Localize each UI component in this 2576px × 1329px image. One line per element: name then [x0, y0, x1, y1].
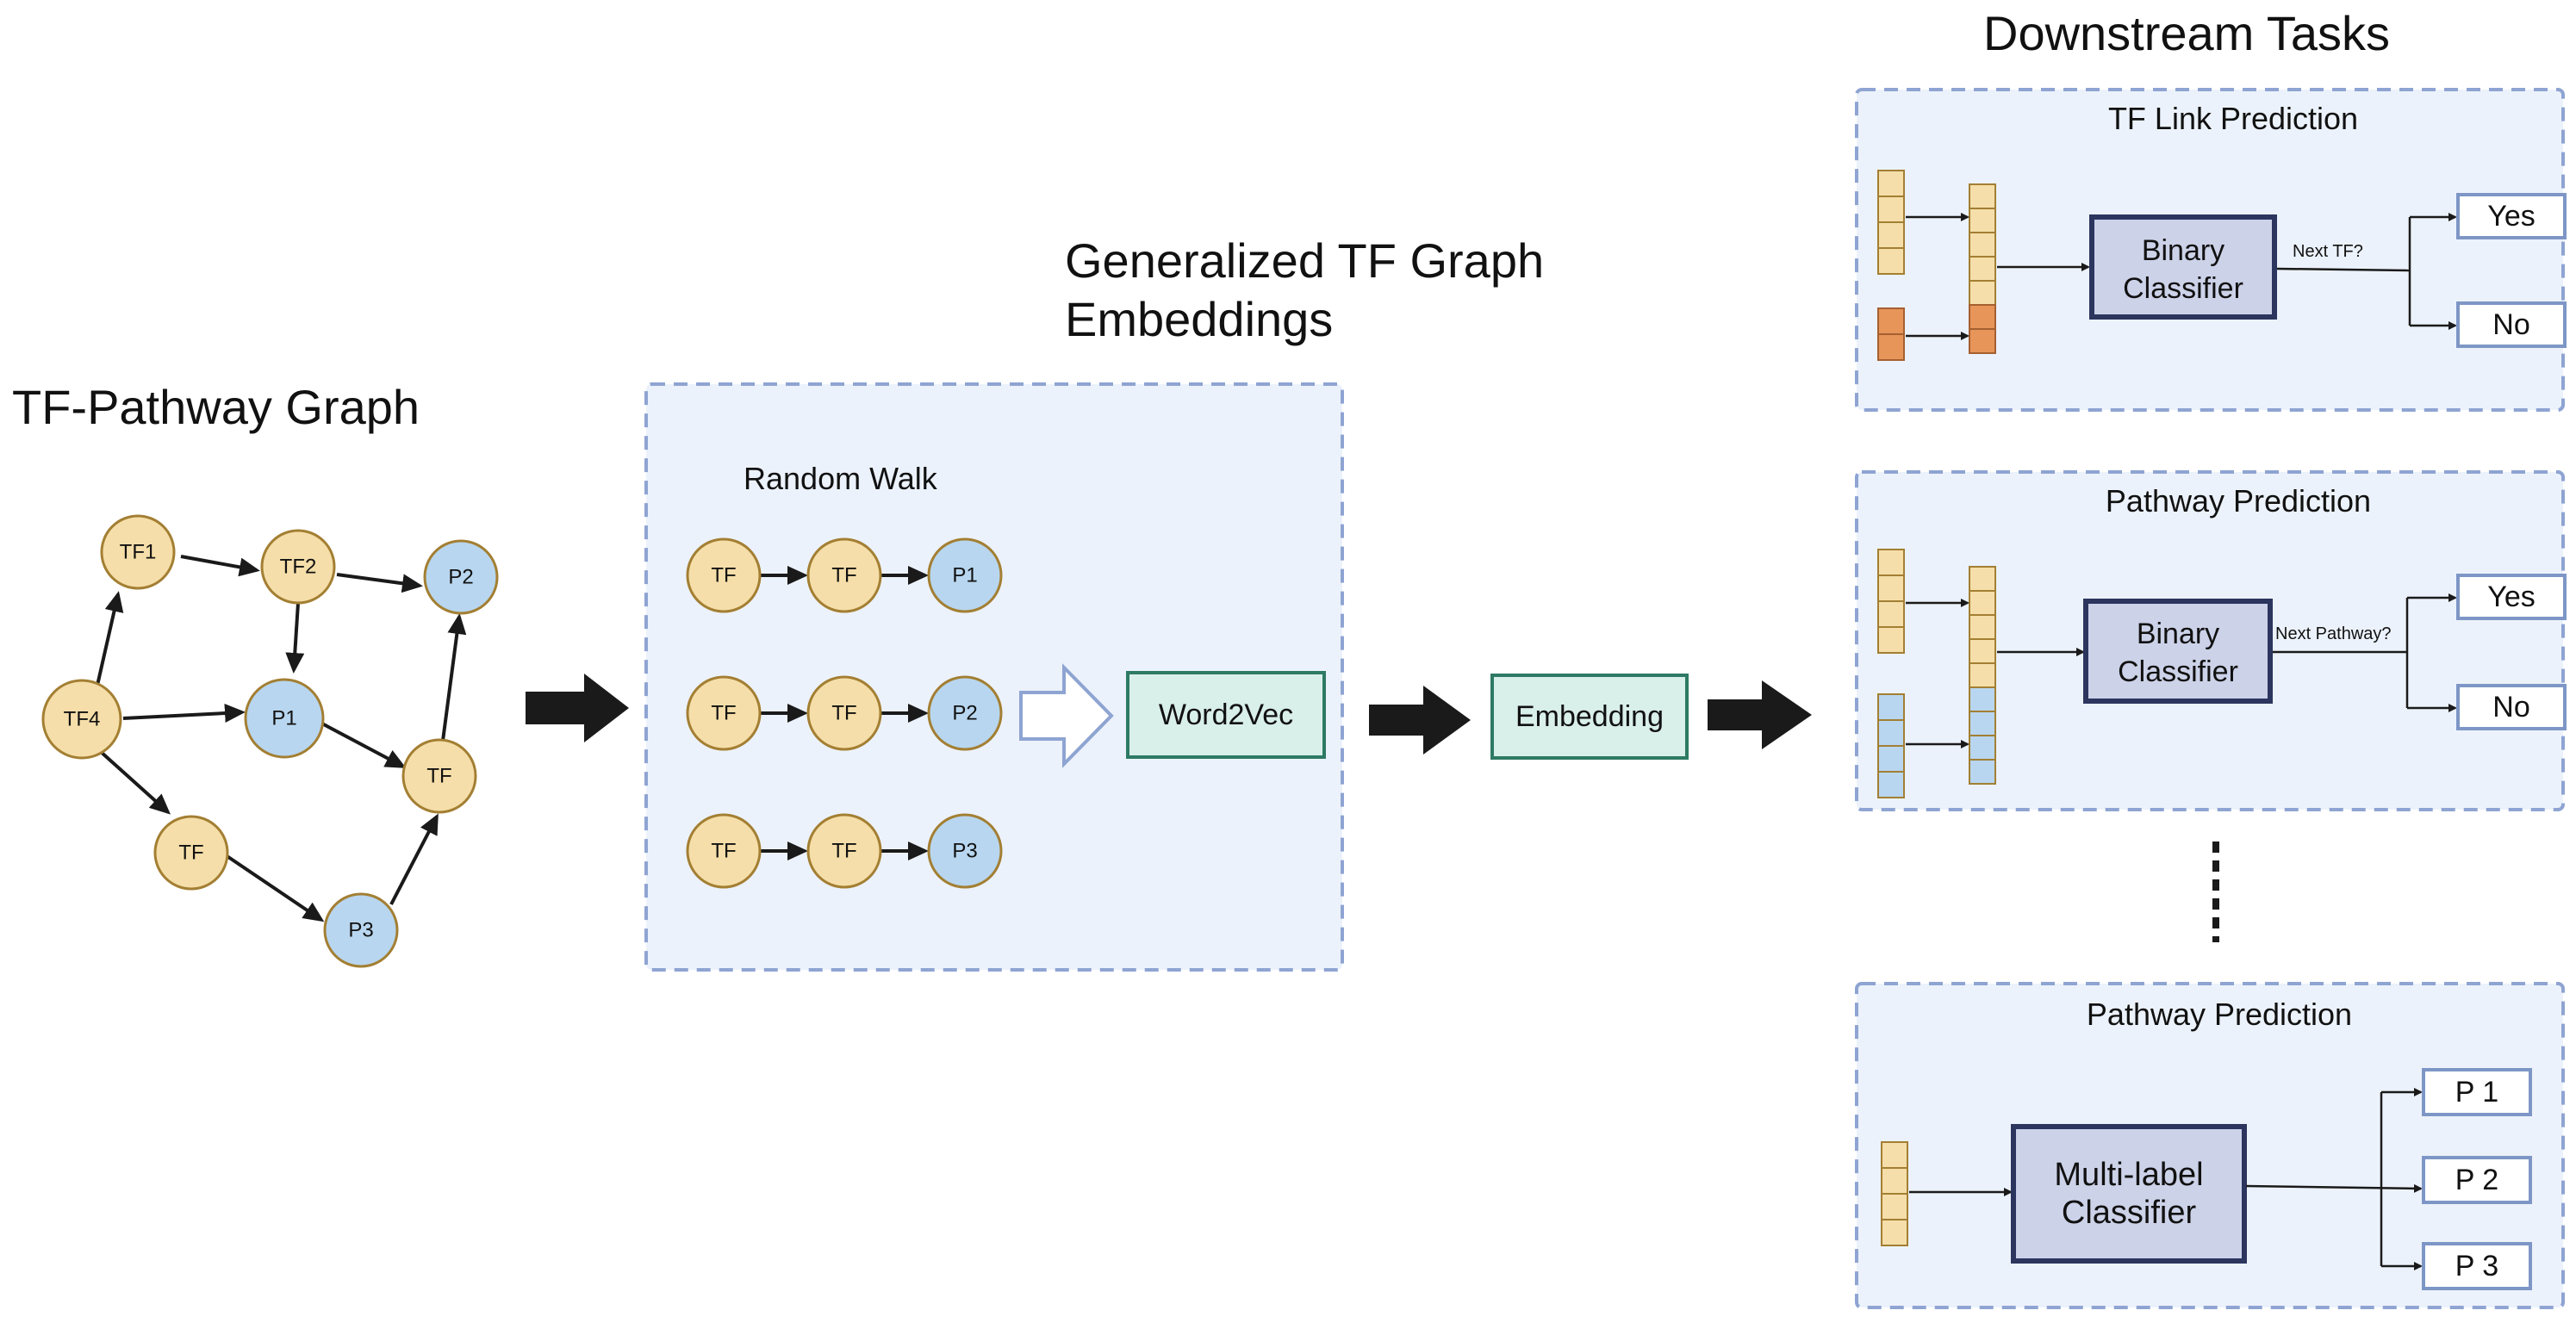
- task-link-output-yes: Yes: [2456, 193, 2567, 239]
- walk-2-node-2-label: TF: [831, 702, 856, 725]
- walk-2-node-3-label: P2: [952, 702, 977, 725]
- downstream-heading: Downstream Tasks: [1983, 6, 2390, 60]
- flow-arrow-1: [526, 674, 629, 742]
- embedding-label: Embedding: [1515, 700, 1664, 733]
- walk-2: TF TF P2: [686, 675, 1003, 751]
- task-link-output-no: No: [2456, 301, 2567, 348]
- task-multilabel-classifier-line2: Classifier: [2062, 1195, 2197, 1231]
- task-pathway-title: Pathway Prediction: [2106, 483, 2371, 519]
- flow-arrow-2: [1369, 686, 1471, 755]
- edge-p1-tf: [318, 720, 407, 768]
- graph-heading: TF-Pathway Graph: [12, 380, 420, 434]
- edge-tf-p2: [441, 613, 467, 742]
- walk-3-node-3-label: P3: [952, 840, 977, 863]
- walk-3-node-1-label: TF: [711, 840, 736, 863]
- node-p3: P3: [323, 892, 399, 968]
- node-tf4-label: TF4: [64, 708, 101, 731]
- task-multilabel-output-p3: P 3: [2422, 1242, 2532, 1290]
- tf-pathway-graph: TF1 TF2 P2 TF4 P1 TF TF P3: [41, 514, 499, 968]
- node-p3-label: P3: [348, 919, 373, 942]
- walk-1-node-3: [927, 537, 1003, 613]
- task-pathway-classifier-line1: Binary: [2137, 618, 2219, 650]
- node-tf-bottom-label: TF: [178, 841, 203, 865]
- walk-1-node-3-label: P1: [952, 564, 977, 587]
- task-link-question: Next TF?: [2293, 242, 2363, 261]
- walk-3-node-1: [686, 813, 762, 889]
- edge-tf4-tf1: [95, 591, 124, 690]
- walk-2-node-1: [686, 675, 762, 751]
- walk-1-node-2: [806, 537, 882, 613]
- flow-arrow-3: [1708, 680, 1812, 749]
- task-multilabel-output-p2-label: P 2: [2455, 1164, 2498, 1196]
- node-tf1: TF1: [100, 514, 176, 590]
- task-multilabel-output-p1-label: P 1: [2455, 1076, 2498, 1109]
- walk-1-node-1-label: TF: [711, 564, 736, 587]
- task-pathway-output-no-label: No: [2492, 691, 2529, 723]
- edge-tf4-p1: [122, 704, 246, 723]
- edge-tf2-p1: [285, 602, 305, 674]
- node-tf2: TF2: [260, 529, 336, 605]
- node-tf1-label: TF1: [120, 541, 157, 564]
- edge-tf-p3: [224, 854, 325, 922]
- walk-3-node-2-label: TF: [831, 840, 856, 863]
- task-tf-link-prediction: TF Link Prediction Binary Classifier Nex…: [1855, 88, 2567, 412]
- task-link-classifier-line2: Classifier: [2123, 272, 2243, 305]
- walk-3-node-3: [927, 813, 1003, 889]
- walk-1-node-2-label: TF: [831, 564, 856, 587]
- edge-tf1-tf2: [180, 555, 260, 577]
- task-pathway-output-yes-label: Yes: [2487, 581, 2535, 613]
- node-tf-bottom: TF: [153, 815, 229, 891]
- task-multilabel-output-p3-label: P 3: [2455, 1250, 2498, 1282]
- embeddings-heading-line2: Embeddings: [1065, 292, 1333, 346]
- task-link-title: TF Link Prediction: [2108, 101, 2358, 136]
- task-pathway-output-yes: Yes: [2456, 574, 2567, 620]
- word2vec-label: Word2Vec: [1159, 699, 1293, 731]
- edge-p3-tf: [389, 813, 439, 905]
- task-pathway-output-no: No: [2456, 684, 2567, 730]
- task-multilabel-output-p1: P 1: [2422, 1068, 2532, 1116]
- task-pathway-classifier: Binary Classifier: [2083, 599, 2273, 704]
- node-p1: P1: [244, 678, 325, 759]
- task-link-output-no-label: No: [2492, 308, 2529, 341]
- task-pathway-question: Next Pathway?: [2275, 624, 2392, 643]
- task-link-output-yes-label: Yes: [2487, 200, 2535, 233]
- edge-tf4-tf: [98, 749, 171, 815]
- task-multilabel-title: Pathway Prediction: [2087, 997, 2352, 1032]
- walk-2-node-1-label: TF: [711, 702, 736, 725]
- task-multilabel-classifier-line1: Multi-label: [2054, 1157, 2203, 1193]
- task-multilabel-output-p2: P 2: [2422, 1156, 2532, 1204]
- walk-3-node-2: [806, 813, 882, 889]
- node-tf2-label: TF2: [280, 556, 317, 579]
- walk-2-node-2: [806, 675, 882, 751]
- node-tf-right: TF: [401, 738, 477, 814]
- word2vec-box: Word2Vec: [1126, 671, 1326, 759]
- task-multilabel-classifier: Multi-label Classifier: [2011, 1124, 2247, 1264]
- walk-1: TF TF P1: [686, 537, 1003, 613]
- embeddings-heading-line1: Generalized TF Graph: [1065, 233, 1544, 288]
- node-tf4: TF4: [41, 679, 122, 760]
- edge-tf2-p2: [336, 573, 423, 593]
- walk-1-node-1: [686, 537, 762, 613]
- hollow-arrow: [1019, 663, 1114, 768]
- task-link-classifier-line1: Binary: [2142, 234, 2224, 267]
- task-link-classifier: Binary Classifier: [2089, 214, 2277, 320]
- task-pathway-classifier-line2: Classifier: [2118, 655, 2238, 688]
- walk-3: TF TF P3: [686, 813, 1003, 889]
- task-multilabel-prediction: Pathway Prediction Multi-label Classifie…: [1855, 982, 2565, 1309]
- node-p2-label: P2: [448, 566, 473, 589]
- node-p2: P2: [423, 539, 499, 615]
- task-pathway-prediction: Pathway Prediction Binary Classifier Nex…: [1855, 470, 2567, 811]
- embedding-box: Embedding: [1490, 674, 1689, 760]
- node-p1-label: P1: [271, 707, 296, 730]
- random-walk-title: Random Walk: [744, 461, 938, 496]
- node-tf-right-label: TF: [426, 765, 451, 788]
- walk-2-node-3: [927, 675, 1003, 751]
